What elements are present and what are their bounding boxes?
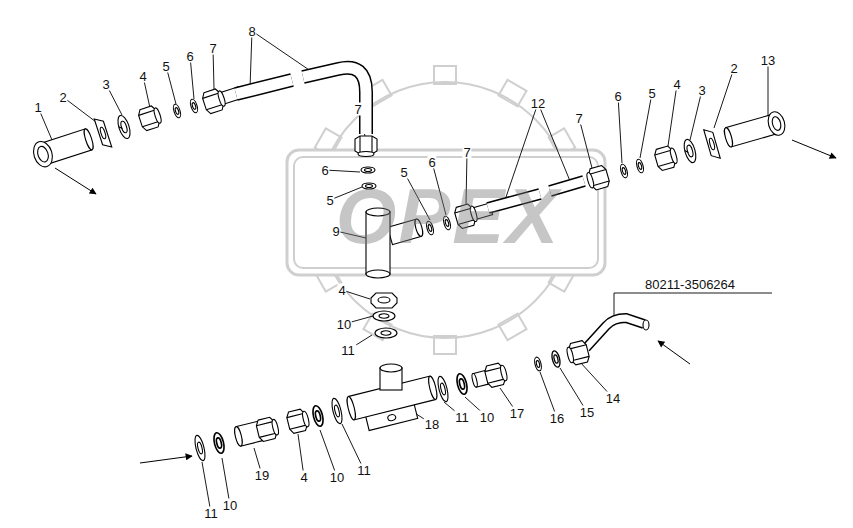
part-number: 80211-3506264: [644, 278, 736, 291]
callout-number: 8: [247, 25, 256, 38]
callout-number: 11: [454, 411, 470, 424]
callout-number: 14: [605, 392, 621, 405]
callout-number: 15: [579, 406, 595, 419]
callout-number: 7: [208, 42, 217, 55]
callout-number: 19: [254, 469, 270, 482]
callout-number: 12: [530, 97, 546, 110]
callout-number: 4: [138, 70, 147, 83]
callout-number: 10: [222, 499, 238, 512]
watermark-text: OPEX: [336, 177, 561, 255]
callout-number: 13: [760, 54, 776, 67]
callout-number: 6: [320, 164, 329, 177]
callout-number: 2: [58, 91, 67, 104]
callout-number: 18: [424, 418, 440, 431]
callout-number: 3: [697, 84, 706, 97]
lower-assembly: [193, 318, 649, 462]
callout-number: 10: [336, 318, 352, 331]
callout-number: 4: [299, 471, 308, 484]
callout-number: 4: [672, 78, 681, 91]
callout-number: 2: [729, 62, 738, 75]
callout-number: 6: [427, 156, 436, 169]
callout-number: 16: [549, 412, 565, 425]
callout-number: 5: [325, 194, 334, 207]
callout-number: 1: [33, 101, 42, 114]
callout-number: 11: [340, 344, 356, 357]
callout-number: 10: [329, 471, 345, 484]
callout-number: 5: [161, 60, 170, 73]
callout-number: 4: [337, 284, 346, 297]
callout-number: 11: [203, 507, 219, 520]
callout-number: 7: [353, 103, 362, 116]
callout-number: 7: [574, 112, 583, 125]
callout-number: 7: [462, 146, 471, 159]
flow-arrows: [55, 140, 836, 463]
watermark-gear: [287, 66, 605, 354]
callout-number: 6: [185, 50, 194, 63]
callout-number: 3: [101, 78, 110, 91]
callout-number: 5: [647, 87, 656, 100]
leader-lines: [38, 31, 772, 513]
callout-number: 17: [509, 407, 525, 420]
callout-number: 6: [613, 90, 622, 103]
callout-number: 11: [356, 464, 372, 477]
callout-number: 10: [479, 411, 495, 424]
